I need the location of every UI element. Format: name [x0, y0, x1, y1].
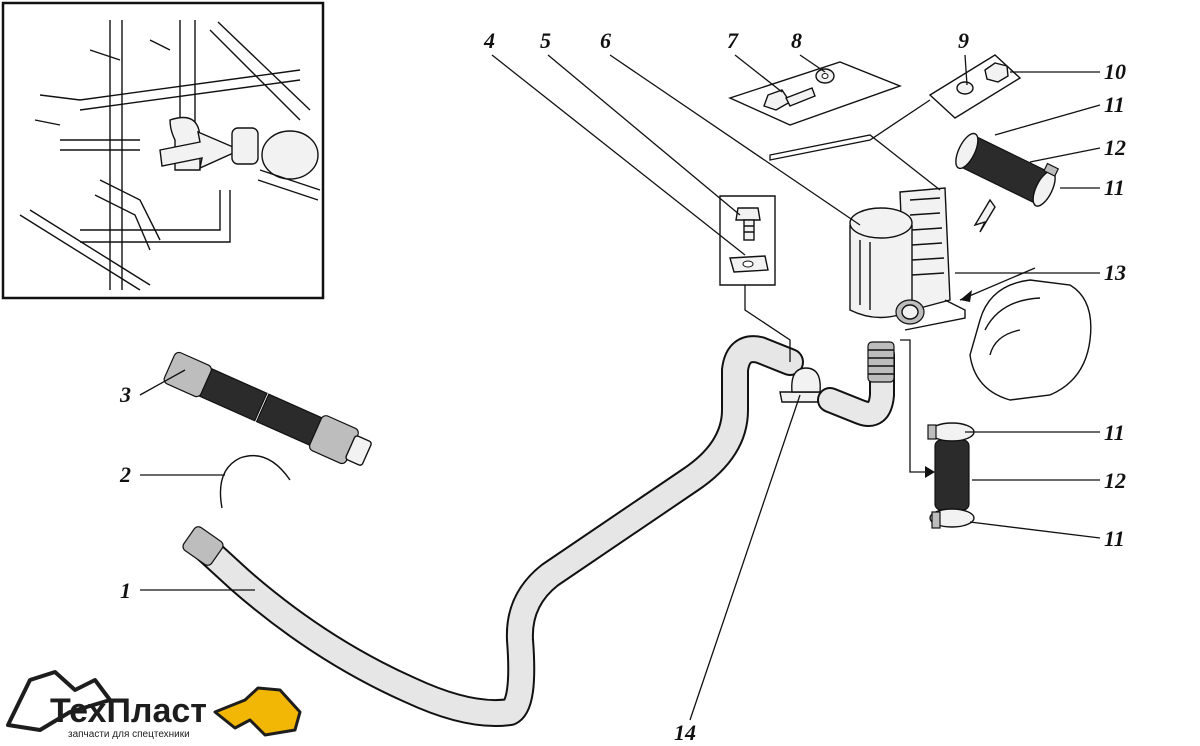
callout-13: 13	[1104, 260, 1126, 285]
callout-numbers: 1 2 3 4 5 6 7 8 9 10 11 12 11 13 11 12 1…	[119, 28, 1126, 745]
callout-3: 3	[119, 382, 131, 407]
part-6-filter-canister	[849, 187, 966, 331]
callout-11-lower-a: 11	[1104, 420, 1125, 445]
callout-5: 5	[540, 28, 551, 53]
excavator-bucket-right-icon	[213, 686, 302, 737]
callout-7: 7	[727, 28, 739, 53]
callout-11-upper-a: 11	[1104, 92, 1125, 117]
callout-14: 14	[674, 720, 696, 745]
callout-2: 2	[119, 462, 131, 487]
part-14-clamp	[779, 367, 823, 403]
callout-9: 9	[958, 28, 969, 53]
callout-11-upper-b: 11	[1104, 175, 1125, 200]
techplast-logo: ТехПласт запчасти для спецтехники	[6, 670, 302, 740]
part-1-pipe	[182, 335, 804, 728]
callout-8: 8	[791, 28, 802, 53]
part-2-wire	[219, 454, 291, 509]
part-3-hose-assembly	[163, 351, 372, 466]
parts-11-12-lower-hose-clamps	[900, 339, 975, 529]
logo-tagline: запчасти для спецтехники	[68, 729, 190, 740]
callout-6: 6	[600, 28, 611, 53]
callout-11-lower-b: 11	[1104, 526, 1125, 551]
parts-4-5-bolt-plate	[719, 195, 791, 362]
outlet-elbow-pipe	[817, 341, 895, 427]
leader-lines	[139, 54, 1101, 721]
callout-10: 10	[1104, 59, 1126, 84]
callout-12-lower: 12	[1104, 468, 1126, 493]
callout-4: 4	[483, 28, 495, 53]
parts-9-10-washer-nut	[769, 54, 1022, 191]
engine-housing-fragment	[959, 267, 1092, 401]
callout-12-upper: 12	[1104, 135, 1126, 160]
callout-1: 1	[120, 578, 131, 603]
inset-arrow-icon	[159, 130, 242, 170]
inset-location-view	[1, 1, 325, 300]
excavator-arm-left-icon	[6, 670, 112, 732]
parts-7-8-bolt-washer	[728, 61, 902, 126]
arrow-to-engine-icon	[973, 198, 996, 233]
logo-name: ТехПласт	[50, 692, 207, 730]
parts-11-12-upper-hose-clamps	[955, 132, 1060, 207]
